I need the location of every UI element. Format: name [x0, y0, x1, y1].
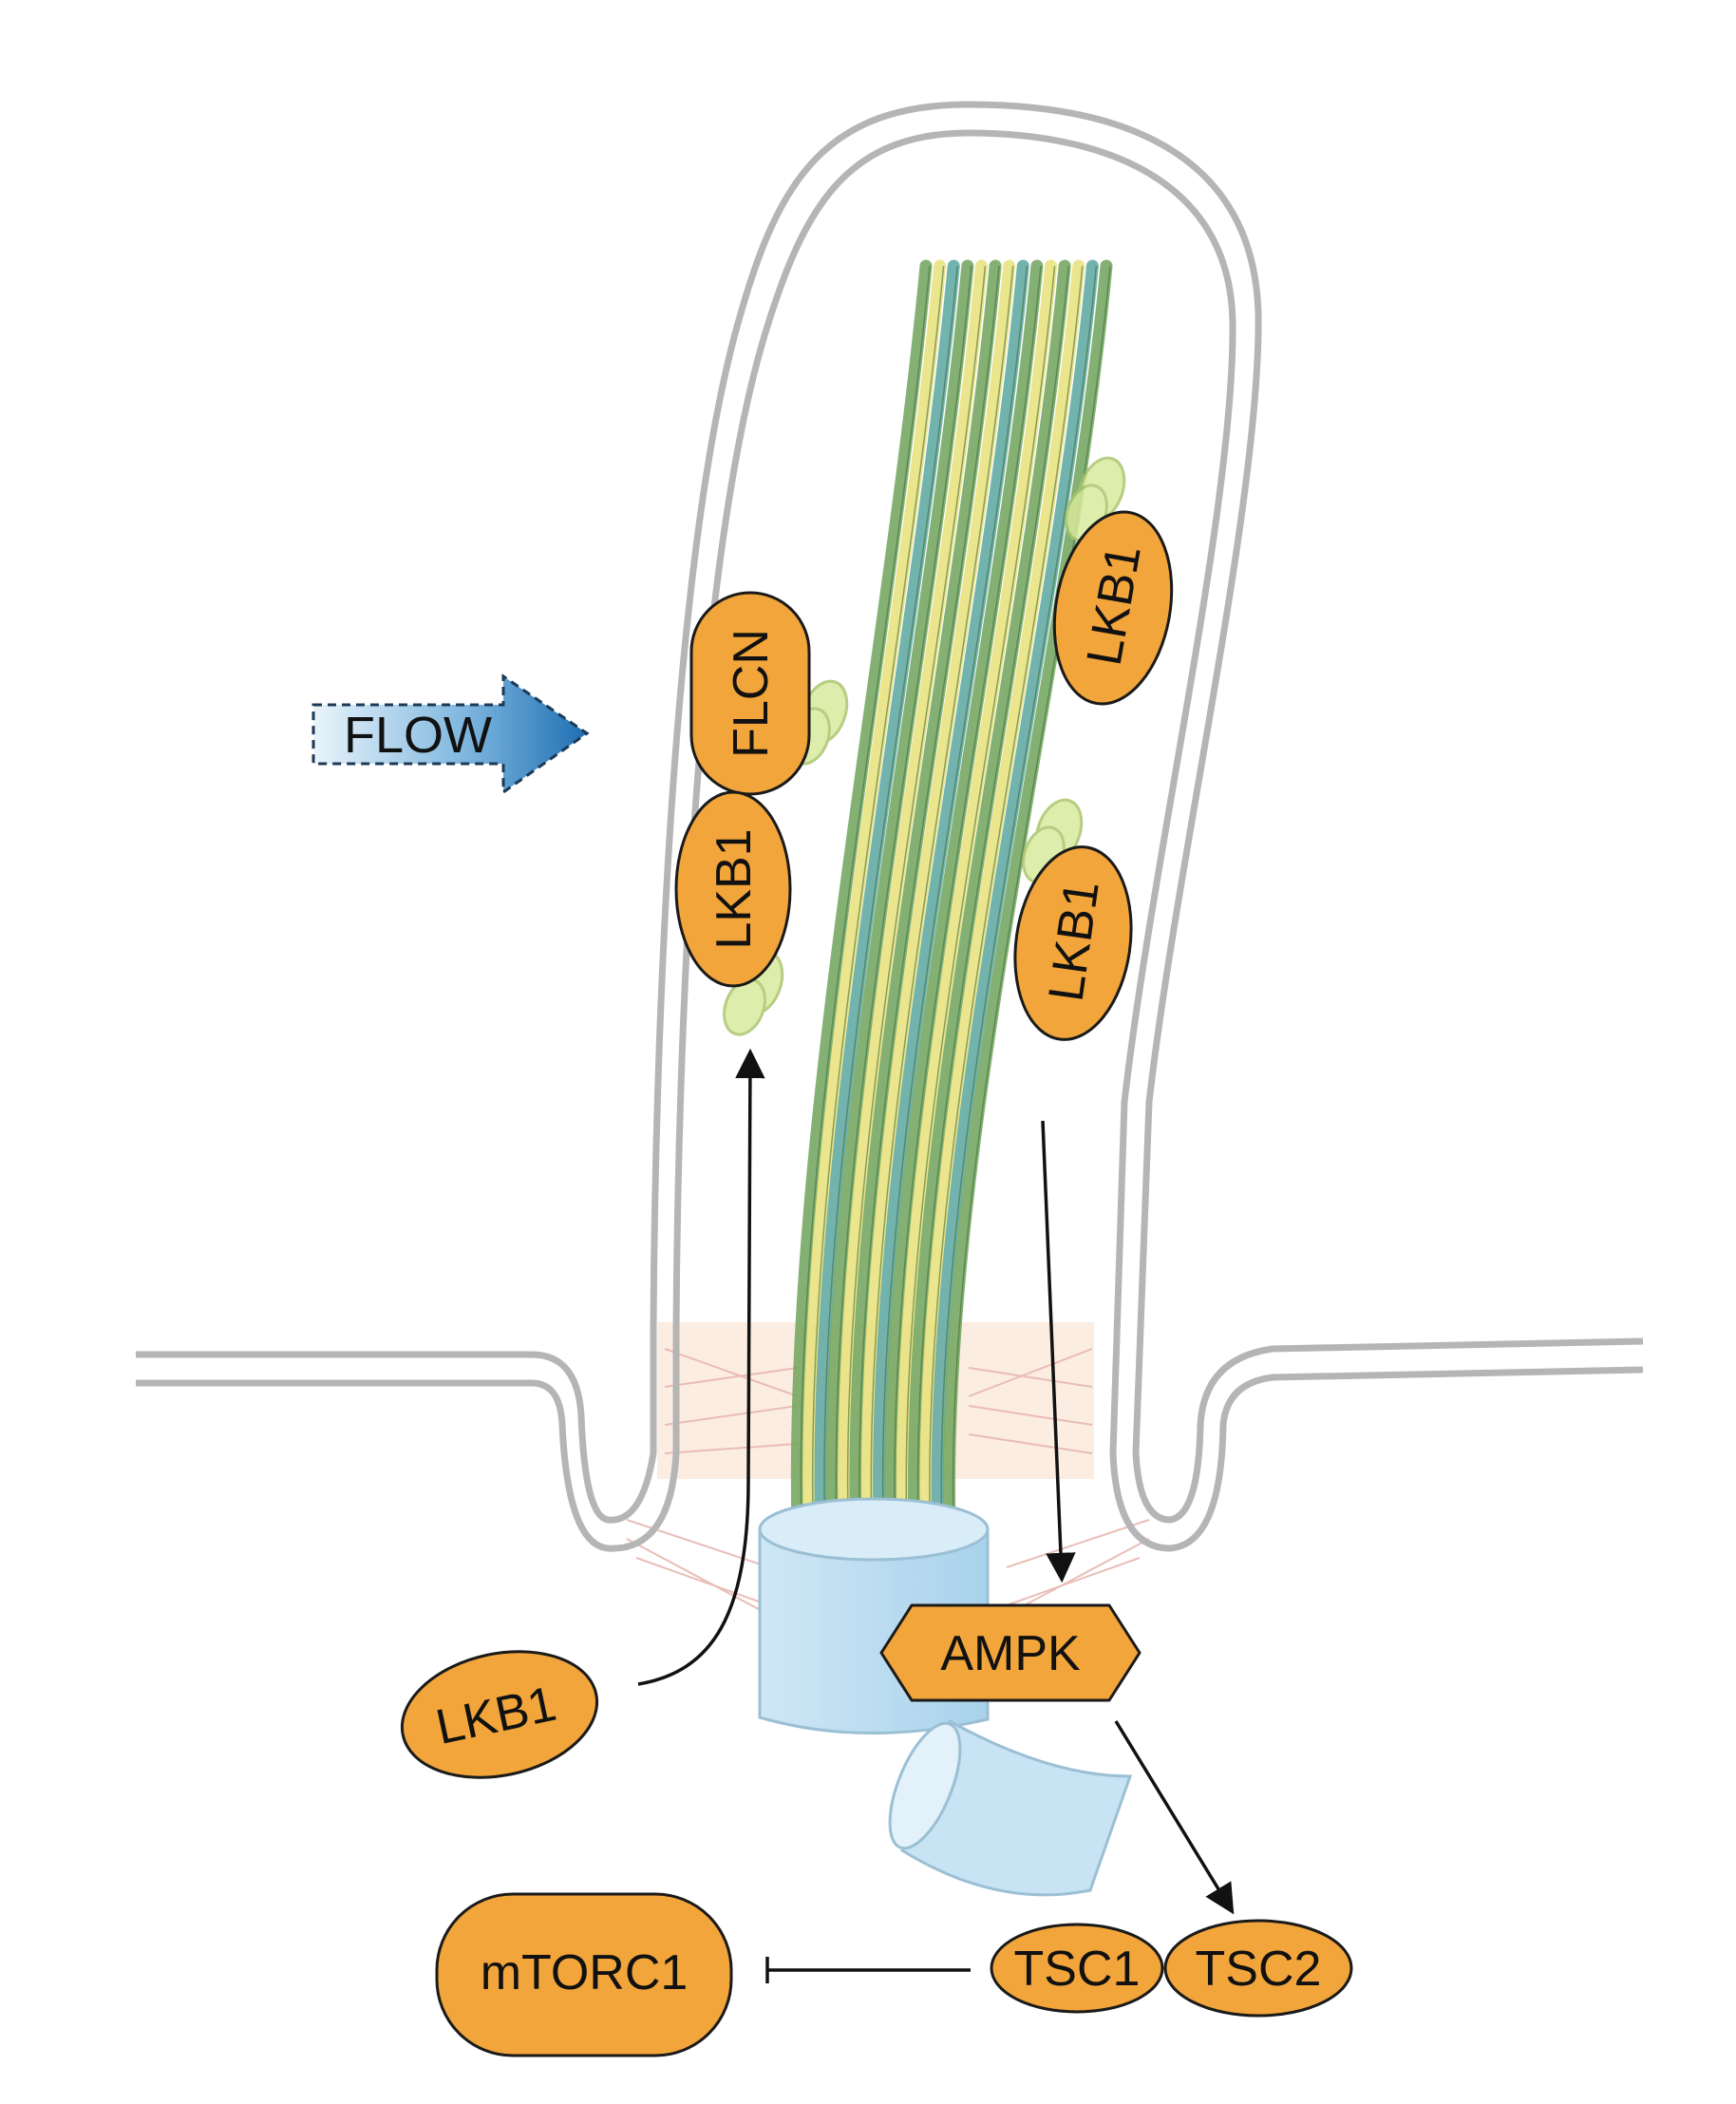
- arrow-lkb1-to-cilium: [637, 1048, 765, 1686]
- microtubule-filament: [873, 259, 1029, 1536]
- inhibition-tsc-to-mtorc1: [765, 1957, 971, 1983]
- node-mtorc1: mTORC1: [435, 1892, 733, 2057]
- microtubule-edge: [916, 265, 1069, 1530]
- microtubule-edge: [929, 265, 1084, 1530]
- microtubule-filament: [908, 259, 1071, 1536]
- microtubule-edge: [894, 265, 1042, 1530]
- microtubule-filament: [849, 259, 1002, 1536]
- microtubule-filament: [943, 259, 1113, 1536]
- microtubule-filament: [884, 259, 1044, 1536]
- node-lkb1-cytoplasm: LKB1: [400, 1650, 599, 1779]
- lkb1-cilium-left-label: LKB1: [707, 828, 762, 949]
- tsc2-label: TSC2: [1196, 1942, 1322, 1997]
- microtubule-edge: [846, 265, 987, 1530]
- node-lkb1-cilium-left: LKB1: [674, 790, 792, 988]
- daughter-centriole: [888, 1718, 1133, 1897]
- microtubule-filament: [825, 259, 974, 1536]
- node-lkb1-cilium-right-lower: LKB1: [1013, 845, 1133, 1041]
- microtubule-edge: [859, 265, 1000, 1530]
- mtorc1-label: mTORC1: [481, 1945, 689, 2000]
- ampk-label: AMPK: [940, 1626, 1081, 1681]
- microtubule-edge: [800, 265, 931, 1530]
- flow-label: FLOW: [344, 707, 492, 764]
- node-ampk: AMPK: [879, 1603, 1142, 1702]
- adapter-complexes: [723, 456, 1126, 1036]
- microtubule-edge: [823, 265, 958, 1530]
- microtubule-filament: [931, 259, 1099, 1536]
- microtubule-edge: [905, 265, 1056, 1530]
- microtubule-filament: [919, 259, 1085, 1536]
- microtubule-filament: [790, 259, 933, 1536]
- axoneme-microtubules: [790, 259, 1113, 1536]
- node-tsc2: TSC2: [1163, 1919, 1353, 2018]
- microtubule-edge: [940, 265, 1098, 1530]
- flow-arrow: FLOW: [311, 673, 590, 795]
- arrow-lkb1-to-ampk: [1041, 1120, 1076, 1583]
- microtubule-filament: [838, 259, 988, 1536]
- microtubule-filament: [802, 259, 947, 1536]
- node-tsc1: TSC1: [990, 1923, 1164, 2014]
- cell-membrane: [136, 101, 1644, 1552]
- microtubule-filament: [814, 259, 960, 1536]
- microtubule-edge: [881, 265, 1028, 1530]
- arrow-ampk-to-tsc: [1114, 1720, 1235, 1915]
- tsc1-label: TSC1: [1014, 1942, 1141, 1997]
- microtubule-filament: [860, 259, 1016, 1536]
- microtubule-filament: [896, 259, 1058, 1536]
- microtubule-edge: [835, 265, 972, 1530]
- node-lkb1-cilium-right-upper: LKB1: [1052, 510, 1174, 706]
- node-flcn: FLCN: [689, 591, 811, 796]
- microtubule-edge: [811, 265, 945, 1530]
- microtubule-edge: [870, 265, 1014, 1530]
- microtubule-edge: [952, 265, 1111, 1530]
- flcn-label: FLCN: [724, 629, 779, 758]
